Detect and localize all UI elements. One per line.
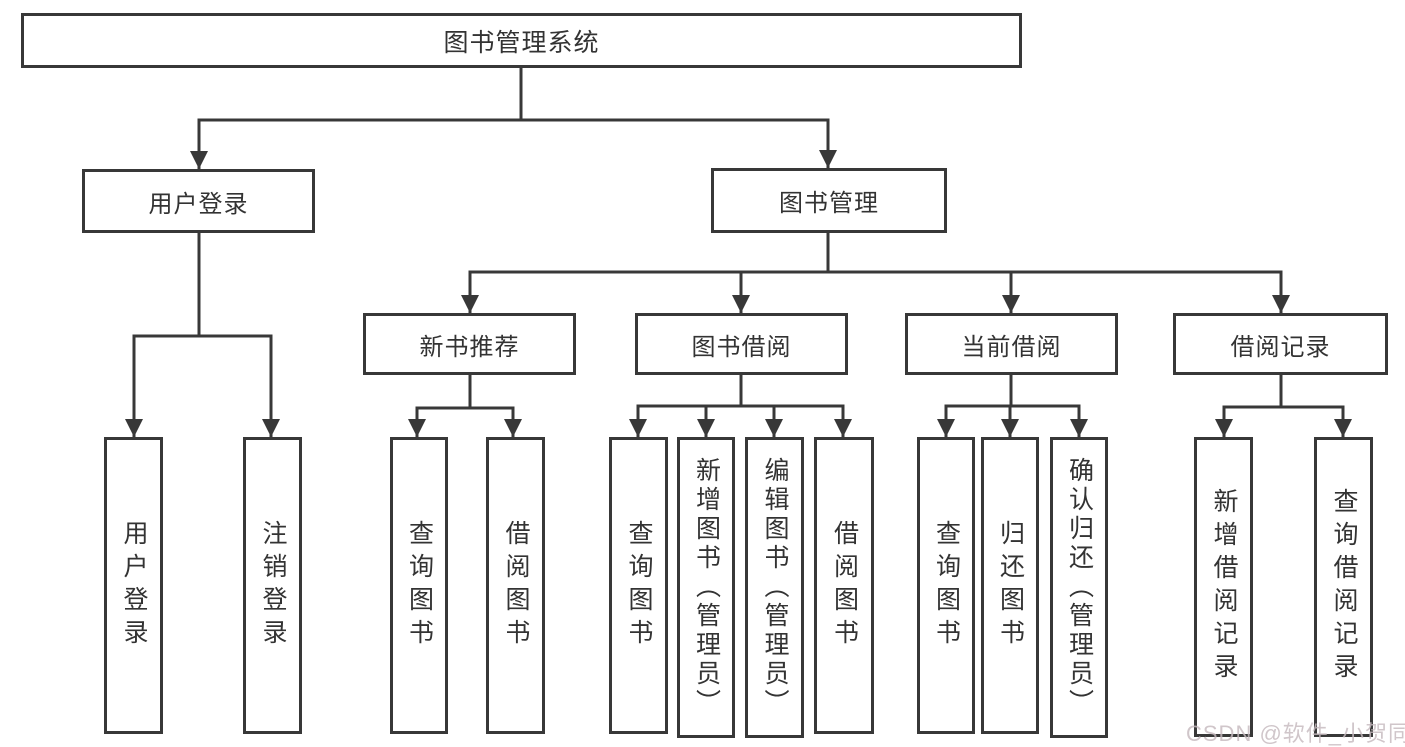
csdn-watermark: CSDN @软件_小贺同学 [1186,721,1405,746]
leaf-query-books: 查询图书 [390,437,448,734]
node-label: 查询借阅记录 [1330,488,1358,686]
node-label: 确认归还（管理员） [1065,457,1094,718]
node-label: 用户登录 [148,190,249,218]
node-label: 新增图书（管理员） [692,457,721,718]
leaf-add-book-admin: 新增图书（管理员） [677,437,735,738]
node-label: 查询图书 [405,519,434,652]
node-label: 借阅图书 [830,519,859,652]
node-label: 归还图书 [996,519,1025,652]
node-book-management: 图书管理 [711,168,947,233]
node-library-management-system: 图书管理系统 [21,13,1022,68]
node-current-borrow: 当前借阅 [905,313,1118,375]
node-borrow-record: 借阅记录 [1173,313,1388,375]
node-label: 图书管理 [779,190,879,217]
leaf-query-books: 查询图书 [609,437,668,734]
node-label: 新增借阅记录 [1210,488,1238,686]
node-user-login: 用户登录 [82,169,315,233]
leaf-confirm-return-admin: 确认归还（管理员） [1050,437,1108,738]
leaf-borrow-books: 借阅图书 [486,437,545,734]
node-label: 注销登录 [259,519,287,652]
node-label: 当前借阅 [961,333,1062,361]
leaf-add-borrow-record: 新增借阅记录 [1194,437,1253,737]
node-label: 借阅记录 [1230,333,1331,361]
leaf-edit-book-admin: 编辑图书（管理员） [745,437,804,738]
node-label: 新书推荐 [419,333,520,361]
node-label: 查询图书 [625,519,653,652]
leaf-return-books: 归还图书 [981,437,1039,734]
leaf-user-login: 用户登录 [104,437,163,734]
leaf-query-borrow-record: 查询借阅记录 [1314,437,1373,737]
leaf-query-books: 查询图书 [917,437,975,734]
leaf-borrow-books: 借阅图书 [814,437,874,734]
node-label: 查询图书 [932,519,961,652]
node-book-borrow: 图书借阅 [635,313,848,375]
node-label: 图书管理系统 [443,28,600,57]
node-label: 编辑图书（管理员） [761,457,789,718]
node-label: 借阅图书 [502,519,530,652]
leaf-logout: 注销登录 [243,437,302,734]
node-label: 用户登录 [120,519,148,652]
node-new-book-recommend: 新书推荐 [363,313,576,375]
node-label: 图书借阅 [691,333,792,361]
